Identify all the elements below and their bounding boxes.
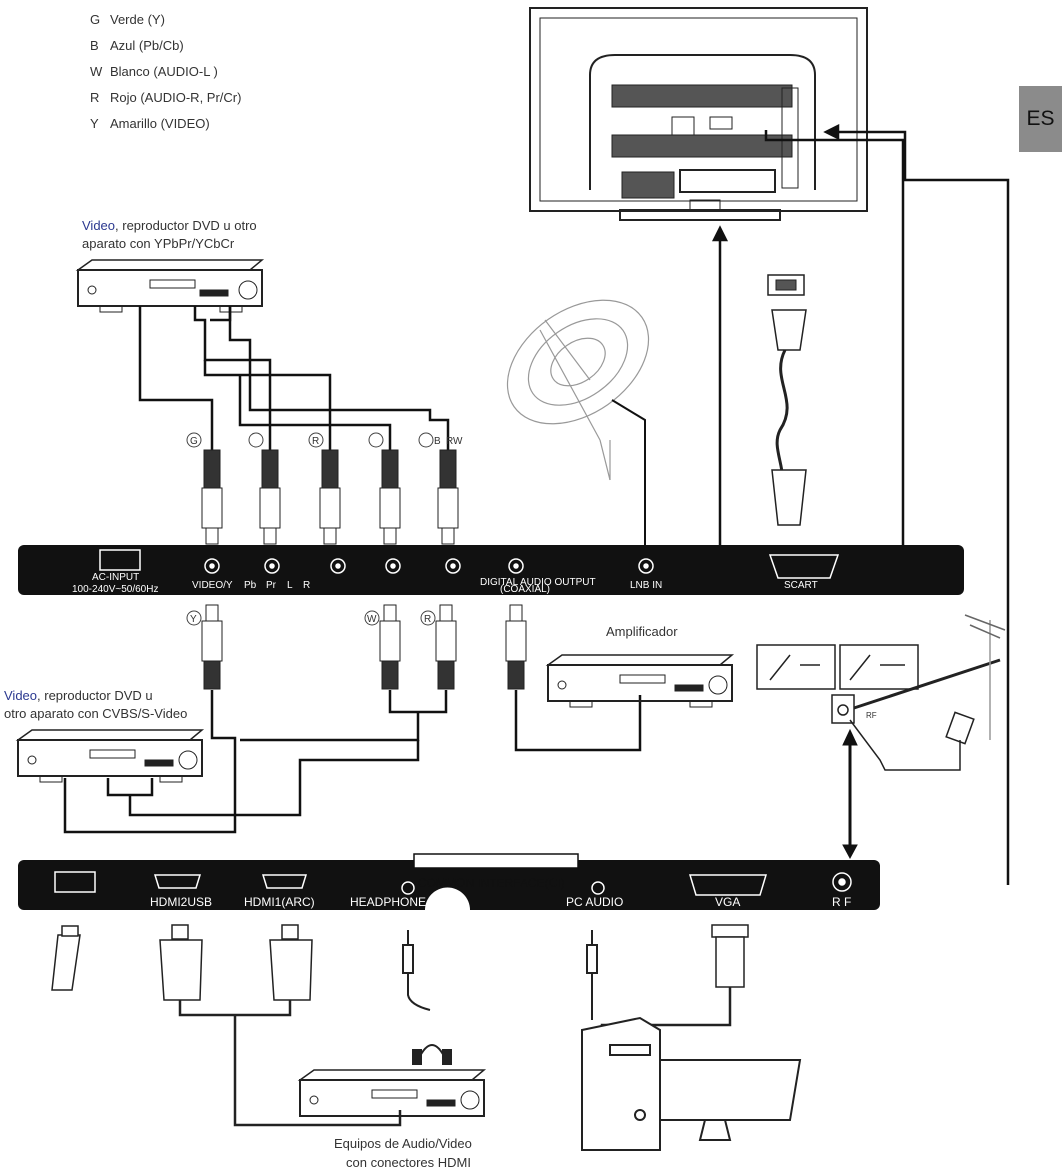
pc-audio-cable [586, 930, 598, 1020]
digital-audio-coaxial-label: (COAXIAL) [500, 584, 550, 595]
composite-device-label-line2: otro aparato con CVBS/S-Video [4, 706, 187, 721]
lnb-in-label: LNB IN [630, 580, 662, 591]
plug-letter-r-bottom: R [424, 614, 431, 625]
legend-code-r: R [90, 90, 99, 105]
lnb-cable [611, 399, 646, 545]
component-device-label-highlight: Video [82, 218, 115, 233]
rf-link-arrow [842, 728, 858, 860]
ac-input-label: AC-INPUT [92, 572, 139, 583]
audio-r-label: R [303, 580, 310, 591]
composite-device-label-rest: , reproductor DVD u [37, 688, 153, 703]
hdmi-cables [159, 924, 402, 1127]
legend-text-g: Verde (Y) [110, 12, 165, 27]
svg-text:Video, reproductor DVD u: Video, reproductor DVD u [4, 688, 153, 703]
video-y-label: VIDEO/Y [192, 580, 233, 591]
rca-plugs-bottom [201, 604, 527, 690]
usb-stick-illustration [51, 925, 81, 991]
legend-code-y: Y [90, 116, 99, 131]
scart-cable-illustration [767, 274, 807, 526]
hdmi-av-device [297, 1069, 487, 1117]
legend-text-r: Rojo (AUDIO-R, Pr/Cr) [110, 90, 241, 105]
legend-text-b: Azul (Pb/Cb) [110, 38, 184, 53]
vga-label: VGA [715, 895, 740, 909]
hdmi-equipment-label-line2: con conectores HDMI [346, 1155, 471, 1170]
plug-letter-r: R [312, 436, 319, 447]
pr-label: Pr [266, 580, 277, 591]
component-video-device [75, 259, 265, 313]
language-tab[interactable]: ES [1019, 86, 1062, 152]
scart-label: SCART [784, 580, 818, 591]
top-connector-panel [18, 545, 964, 595]
vga-cable [600, 924, 749, 1030]
svg-text:Video, reproductor DVD u otro: Video, reproductor DVD u otro [82, 218, 257, 233]
audio-l-label: L [287, 580, 293, 591]
component-device-label-line2: aparato con YPbPr/YCbCr [82, 236, 235, 251]
legend-code-b: B [90, 38, 99, 53]
composite-cables [63, 690, 642, 834]
amplifier-label: Amplificador [606, 624, 678, 639]
headphone-label: HEADPHONE [350, 895, 426, 909]
pb-label: Pb [244, 580, 257, 591]
rf-splitter-label: RF [866, 711, 877, 720]
common-interface-label: COMMON INTERFACE(CI) [418, 876, 565, 890]
rca-plugs-top [201, 449, 459, 545]
plug-letter-g: G [190, 436, 198, 447]
bottom-connector-panel [18, 853, 880, 910]
plug-letter-y: Y [190, 614, 197, 625]
digital-audio-label: DIGITAL AUDIO OUTPUT [480, 577, 596, 588]
plug-letter-rw: RW [446, 436, 463, 447]
composite-device-label-highlight: Video [4, 688, 37, 703]
legend-text-w: Blanco (AUDIO-L ) [110, 64, 218, 79]
hdmi-equipment-label-line1: Equipos de Audio/Video [334, 1136, 472, 1151]
color-legend: G Verde (Y) B Azul (Pb/Cb) W Blanco (AUD… [90, 12, 241, 131]
plug-letter-b: B [434, 436, 441, 447]
plug-letter-markers-top [186, 432, 434, 448]
hdmi2-label: HDMI2USB [150, 895, 212, 909]
legend-code-g: G [90, 12, 100, 27]
tv-link-cables [711, 123, 1010, 885]
plug-letter-markers-bottom [186, 610, 436, 626]
antenna-rf-illustration [756, 614, 1006, 771]
headphone-illustration [402, 930, 452, 1065]
legend-code-w: W [90, 64, 103, 79]
satellite-dish-illustration [506, 299, 650, 481]
component-cables [138, 306, 450, 450]
hdmi1-label: HDMI1(ARC) [244, 895, 315, 909]
desktop-pc-illustration [581, 1016, 802, 1151]
composite-video-device [15, 729, 205, 783]
plug-letter-w: W [367, 614, 377, 625]
component-device-label-rest: , reproductor DVD u otro [115, 218, 257, 233]
ac-input-voltage: 100-240V~50/60Hz [72, 584, 158, 595]
legend-text-y: Amarillo (VIDEO) [110, 116, 210, 131]
tv-rear-illustration [529, 7, 868, 221]
rf-label: R F [832, 895, 851, 909]
pc-audio-label: PC AUDIO [566, 895, 623, 909]
amplifier-device [545, 654, 735, 708]
